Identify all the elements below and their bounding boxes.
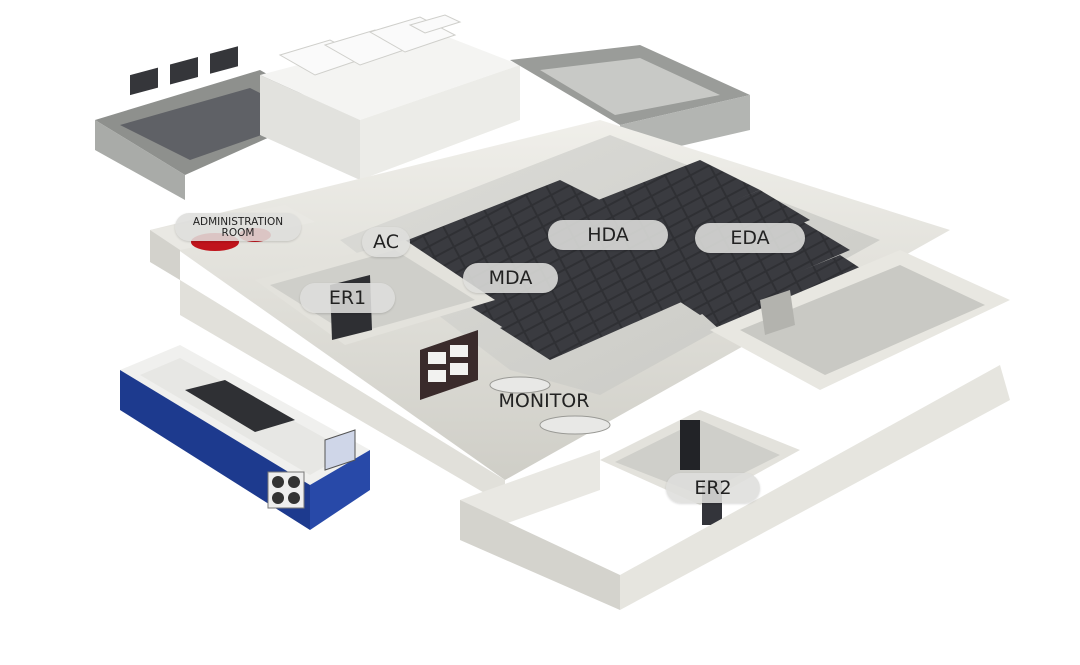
er2-room bbox=[600, 410, 800, 525]
roof-ac-block bbox=[260, 14, 520, 180]
zone-label-administration-room: ADMINISTRATION ROOM bbox=[175, 213, 301, 241]
zone-label-mda: MDA bbox=[463, 263, 558, 293]
outer-walls bbox=[180, 280, 1010, 610]
zone-label-administration-line2: ROOM bbox=[221, 227, 255, 239]
zone-label-monitor: MONITOR bbox=[498, 390, 590, 412]
zone-label-er1: ER1 bbox=[300, 283, 395, 313]
container-room bbox=[120, 345, 370, 530]
zone-label-ac: AC bbox=[362, 227, 410, 257]
monitor-wall bbox=[420, 330, 611, 435]
zone-label-eda: EDA bbox=[695, 223, 805, 253]
zone-label-hda: HDA bbox=[548, 220, 668, 250]
right-corridor bbox=[710, 250, 1010, 390]
zone-label-er2: ER2 bbox=[666, 473, 760, 503]
zone-label-administration-line1: ADMINISTRATION bbox=[192, 216, 284, 228]
